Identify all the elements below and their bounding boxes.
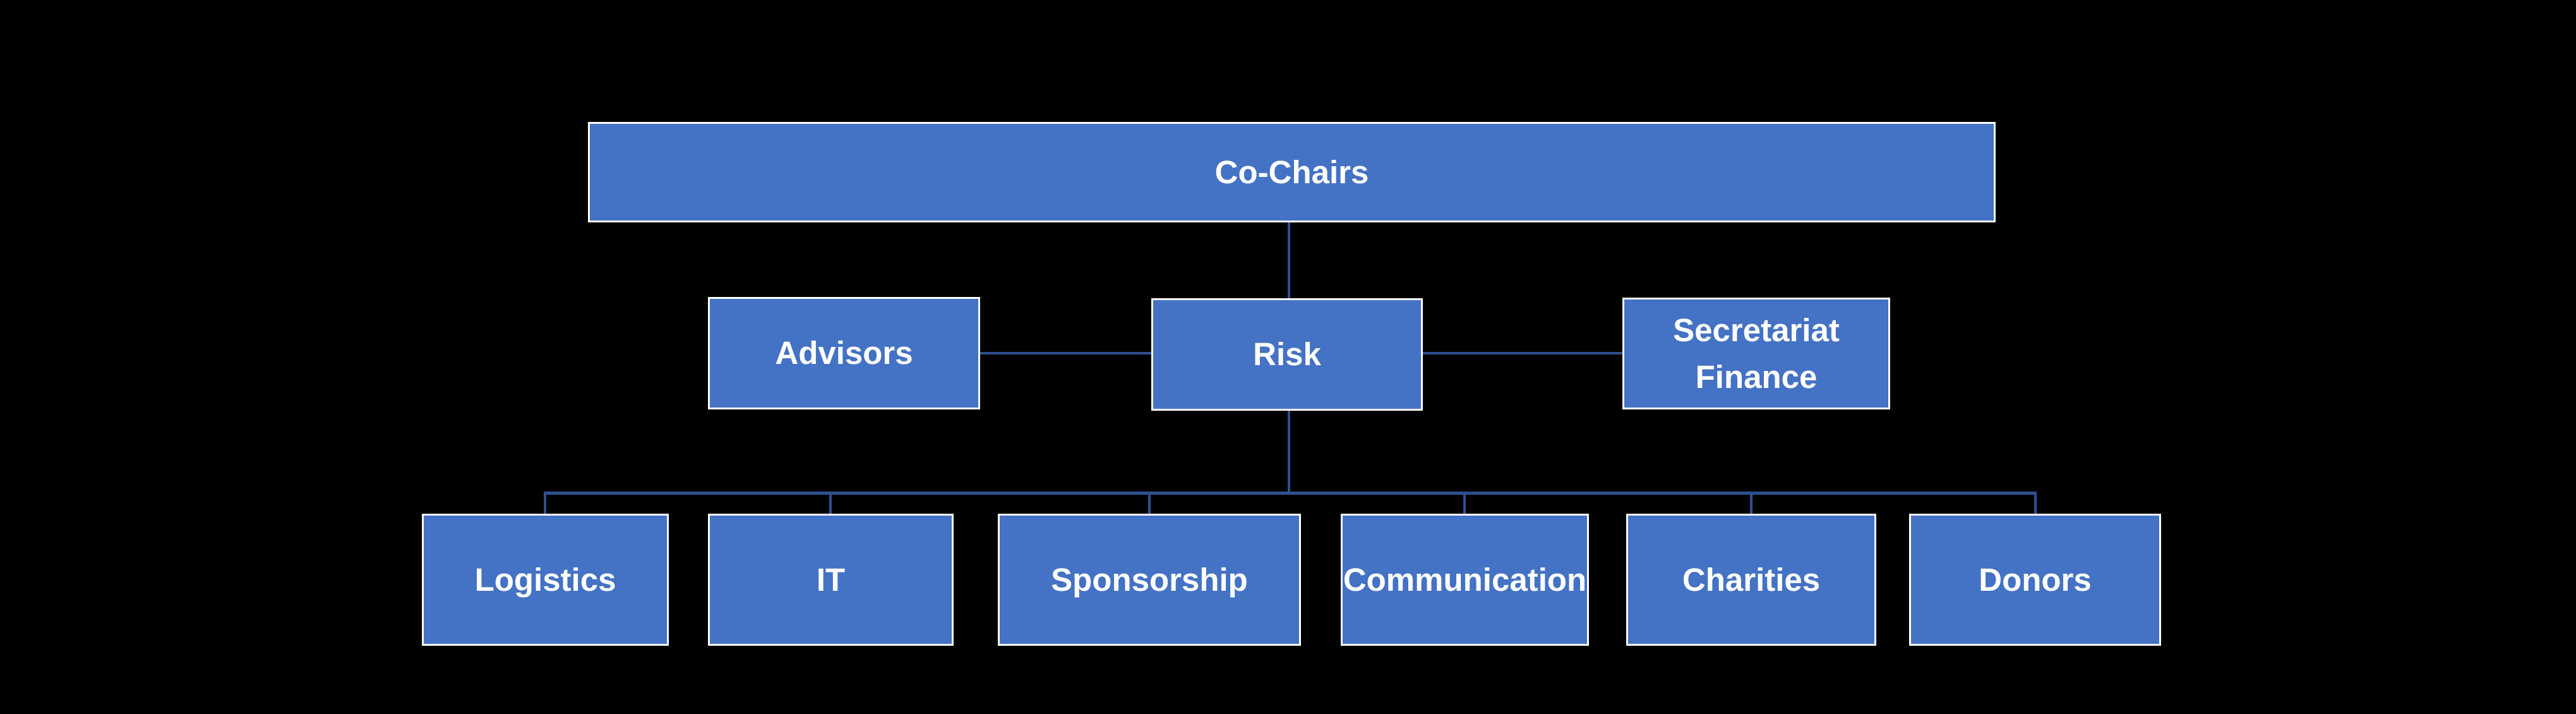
connector-drop-donors: [2034, 492, 2037, 516]
org-node-label: Co-Chairs: [1214, 154, 1369, 190]
connector-drop-communication: [1463, 492, 1466, 516]
org-node-it: IT: [708, 514, 954, 646]
connector-drop-sponsorship: [1148, 492, 1151, 516]
connector-drop-charities: [1750, 492, 1752, 516]
org-node-label: Sponsorship: [1051, 561, 1248, 598]
org-node-advisors: Advisors: [708, 297, 980, 409]
connector-risk-secretariat-finance: [1423, 352, 1622, 354]
org-node-label: Communication: [1343, 561, 1587, 598]
org-node-label: IT: [816, 561, 846, 598]
org-node-label: Risk: [1253, 336, 1321, 373]
connector-risk-to-bus: [1288, 411, 1290, 493]
connector-drop-logistics: [544, 492, 546, 516]
org-node-donors: Donors: [1909, 514, 2161, 646]
org-node-risk: Risk: [1151, 298, 1423, 411]
org-node-label: Secretariat Finance: [1673, 312, 1840, 395]
connector-co-chairs-risk: [1288, 222, 1290, 298]
org-node-label: Advisors: [775, 335, 913, 372]
org-node-label: Donors: [1979, 561, 2092, 598]
org-node-sponsorship: Sponsorship: [998, 514, 1301, 646]
org-node-communication: Communication: [1341, 514, 1589, 646]
org-node-logistics: Logistics: [422, 514, 669, 646]
org-node-label: Logistics: [474, 561, 616, 598]
connector-advisors-risk: [980, 352, 1151, 354]
connector-drop-it: [829, 492, 832, 516]
org-node-secretariat-finance: Secretariat Finance: [1622, 298, 1890, 409]
connector-bus-line: [544, 492, 2037, 495]
org-node-co-chairs: Co-Chairs: [588, 122, 1996, 222]
org-node-label: Charities: [1682, 561, 1821, 598]
org-node-charities: Charities: [1626, 514, 1876, 646]
